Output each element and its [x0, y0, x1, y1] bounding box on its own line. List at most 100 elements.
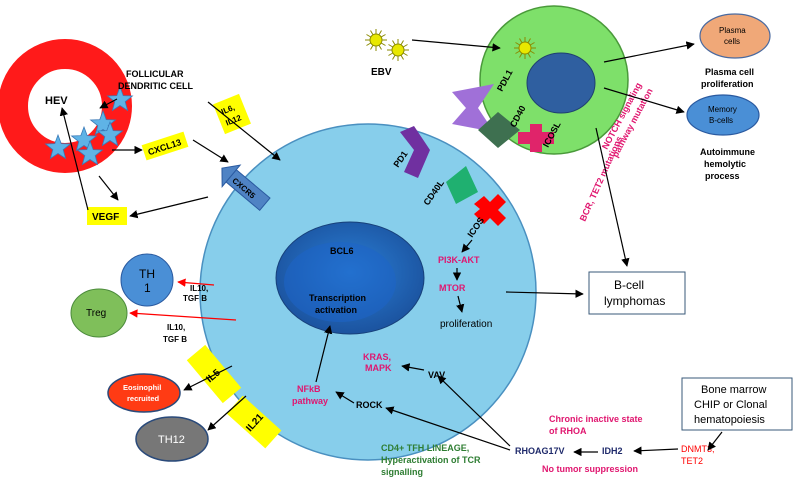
- star-icon: [76, 139, 104, 166]
- activation-label: activation: [315, 305, 357, 315]
- nfkb-label: NFkB: [297, 384, 321, 394]
- bcl6-label: BCL6: [330, 246, 354, 256]
- ebv-virus-icon: [387, 39, 409, 61]
- arrow: [437, 375, 511, 447]
- th12-cell: [135, 416, 209, 462]
- recruited-label: recruited: [127, 394, 160, 403]
- th12-label: TH12: [158, 434, 185, 446]
- arrow: [129, 196, 209, 219]
- il10-tgfb-label-b: IL10,: [167, 323, 185, 332]
- tet2-label: TET2: [681, 456, 703, 466]
- vegf-label: VEGF: [92, 212, 119, 223]
- ebv-virus-icon: [514, 37, 536, 59]
- mtor-label: MTOR: [439, 283, 466, 293]
- th1-cell: [120, 253, 174, 307]
- proliferation-label: proliferation: [440, 319, 492, 330]
- arrow: [335, 391, 355, 404]
- arrow-group: [59, 39, 723, 457]
- arrow: [411, 39, 501, 52]
- b-cell-lymphomas-box: [588, 271, 686, 315]
- star-icon: [89, 109, 117, 136]
- arrow-red: [129, 309, 237, 321]
- il5-box: IL5: [186, 344, 242, 404]
- arrow: [461, 239, 473, 253]
- chronic-label-2: of RHOA: [549, 426, 587, 436]
- nucleus-inner: [284, 242, 396, 322]
- cxcr5-receptor: CXCR5: [221, 164, 271, 211]
- il10-tgfb-label-a: IL10,: [190, 284, 208, 293]
- il6-il12-box: IL6, IL12: [213, 93, 251, 135]
- icosl-receptor-icon: [518, 124, 554, 152]
- arrow: [456, 295, 465, 313]
- arrow: [595, 127, 630, 267]
- cd4-lineage-label-2: Hyperactivation of TCR: [381, 455, 481, 465]
- pd1-receptor-icon: [400, 126, 430, 178]
- memory-b-cells-label: Memory: [708, 105, 737, 114]
- process-label: process: [705, 171, 740, 181]
- memory-b-cells: [686, 94, 760, 136]
- treg-label: Treg: [86, 308, 106, 319]
- plasma-cells: [699, 13, 771, 59]
- lymphomas-label: lymphomas: [604, 294, 665, 308]
- cd4-lineage-label: CD4+ TFH LINEAGE,: [381, 443, 469, 453]
- arrow: [633, 446, 679, 455]
- no-tumor-label: No tumor suppression: [542, 464, 638, 474]
- rock-label: ROCK: [356, 400, 383, 410]
- b-cell-lymphomas-label: B-cell: [614, 278, 644, 292]
- autoimmune-label: Autoimmune: [700, 147, 755, 157]
- eosinophil-cell: [107, 373, 181, 413]
- il10-tgfb-label-b2: TGF B: [163, 335, 187, 344]
- il10-tgfb-label-a2: TGF B: [183, 294, 207, 303]
- star-icon: [70, 125, 98, 152]
- il21-box: IL21: [226, 395, 282, 449]
- bone-marrow-box: [681, 377, 793, 431]
- chronic-label: Chronic inactive state: [549, 414, 643, 424]
- star-icon: [44, 133, 72, 160]
- star-icon: [106, 85, 134, 112]
- treg-cell: [70, 288, 128, 338]
- th1-label-2: 1: [144, 281, 151, 295]
- hematopoiesis-label: hematopoiesis: [694, 414, 765, 426]
- th1-label: TH: [139, 267, 155, 281]
- plasma-cells-label: Plasma: [719, 26, 746, 35]
- mapk-label: MAPK: [365, 363, 392, 373]
- ebv-label: EBV: [371, 67, 392, 78]
- arrow: [207, 395, 247, 431]
- star-icon-group: [44, 85, 134, 166]
- transcription-label: Transcription: [309, 293, 366, 303]
- pi3k-akt-label: PI3K-AKT: [438, 255, 480, 265]
- follicular-label: FOLLICULAR: [126, 69, 184, 79]
- vegf-box: [87, 207, 127, 225]
- arrow: [99, 98, 118, 109]
- eosinophil-label: Eosinophil: [123, 383, 161, 392]
- arrow: [98, 175, 119, 201]
- dnmt3-label: DNMT3,: [681, 444, 715, 454]
- arrow: [603, 41, 695, 63]
- dendritic-cell-label: DENDRITIC CELL: [118, 81, 193, 91]
- arrow: [385, 406, 511, 451]
- arrow: [207, 101, 281, 161]
- icos-receptor-icon: [474, 194, 506, 226]
- bone-marrow-label: Bone marrow: [701, 384, 766, 396]
- hev-label: HEV: [45, 95, 68, 107]
- b-cell-nucleus: [526, 52, 596, 114]
- arrow: [192, 139, 229, 163]
- idh2-label: IDH2: [602, 446, 623, 456]
- kras-label: KRAS,: [363, 352, 391, 362]
- rhoa-label: RHOAG17V: [515, 446, 565, 456]
- arrow: [401, 363, 425, 372]
- nfkb-pathway-label: pathway: [292, 396, 328, 406]
- arrow: [59, 107, 89, 211]
- ebv-virus-icon: [365, 29, 387, 51]
- plasma-proliferation-label: Plasma cell: [705, 67, 754, 77]
- arrow: [603, 87, 685, 114]
- plasma-proliferation-label-2: proliferation: [701, 79, 754, 89]
- arrow: [315, 325, 333, 383]
- cd4-lineage-label-3: signalling: [381, 467, 423, 477]
- cxcl13-box: CXCL13: [141, 131, 189, 161]
- arrow: [183, 365, 233, 391]
- memory-b-cells-label-2: B-cells: [709, 116, 733, 125]
- cd40l-receptor-icon: [446, 166, 478, 204]
